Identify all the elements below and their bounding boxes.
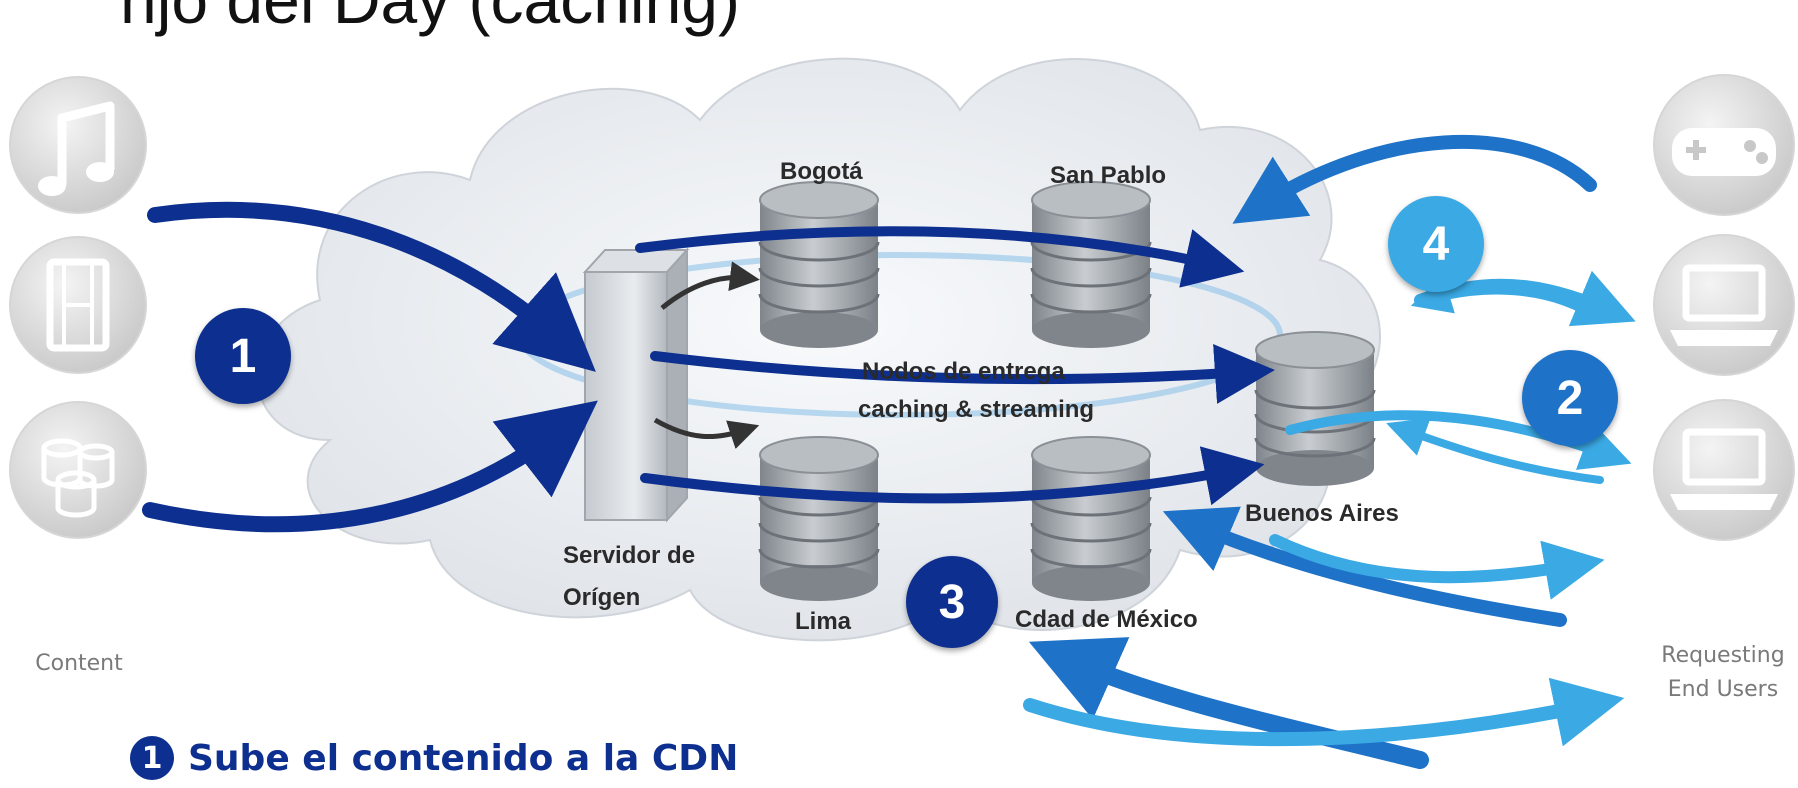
replicate-arrow-lima <box>653 417 760 449</box>
music-note-icon <box>9 76 147 214</box>
label-buenos-aires: Buenos Aires <box>1245 500 1399 527</box>
label-ring-line2: caching & streaming <box>858 396 1095 423</box>
upload-arrow-top <box>147 201 596 372</box>
upload-arrow-bottom <box>142 400 598 533</box>
database-stack-icon <box>9 401 147 539</box>
label-ring-line1: Nodos de entrega <box>862 358 1065 385</box>
node-cylinder-bogota <box>758 181 880 348</box>
page-title-fragment: njo del Day (caching) <box>120 0 740 37</box>
footer-text: Sube el contenido a la CDN <box>188 737 739 779</box>
label-cdad-mexico: Cdad de México <box>1015 606 1198 633</box>
distribute-arrow-bottom <box>640 446 1265 506</box>
label-content: Content <box>35 651 123 676</box>
laptop-icon <box>1653 399 1795 541</box>
label-san-pablo: San Pablo <box>1050 162 1167 189</box>
origin-server <box>582 247 690 523</box>
mexico-arrow-out-2 <box>1023 677 1625 747</box>
step-badge-2: 2 <box>1522 350 1618 446</box>
label-lima: Lima <box>795 608 852 635</box>
label-bogota: Bogotá <box>780 158 863 185</box>
replicate-arrow-bogota <box>660 261 760 310</box>
node-cylinder-san-pablo <box>1030 181 1152 348</box>
label-origin-line1: Servidor de <box>563 542 696 569</box>
footer-caption: 1 Sube el contenido a la CDN <box>130 728 738 788</box>
distribute-arrow-middle <box>650 344 1275 404</box>
request-arrow-top <box>1232 134 1597 224</box>
serve-arrow-left-2 <box>1386 418 1604 484</box>
footer-step-number: 1 <box>130 736 174 780</box>
distribute-arrow-top <box>635 226 1245 288</box>
serve-arrow-left-1 <box>1410 275 1604 324</box>
mexico-arrow-in <box>1162 506 1567 627</box>
step-badge-4: 4 <box>1388 196 1484 292</box>
film-strip-icon <box>9 236 147 374</box>
step-badge-3: 3 <box>906 556 998 648</box>
node-cylinder-lima <box>758 436 880 601</box>
mexico-arrow-out-1 <box>1269 534 1605 600</box>
node-cylinder-buenos-aires <box>1254 331 1376 486</box>
label-origin-line2: Orígen <box>563 584 641 611</box>
node-cylinder-cdad-mexico <box>1030 436 1152 601</box>
mexico-arrow-back <box>1028 637 1429 769</box>
laptop-icon <box>1653 234 1795 376</box>
label-users-line2: End Users <box>1667 677 1779 702</box>
step-badge-1: 1 <box>195 308 291 404</box>
label-users-line1: Requesting <box>1661 643 1785 668</box>
gamepad-icon <box>1653 74 1795 216</box>
